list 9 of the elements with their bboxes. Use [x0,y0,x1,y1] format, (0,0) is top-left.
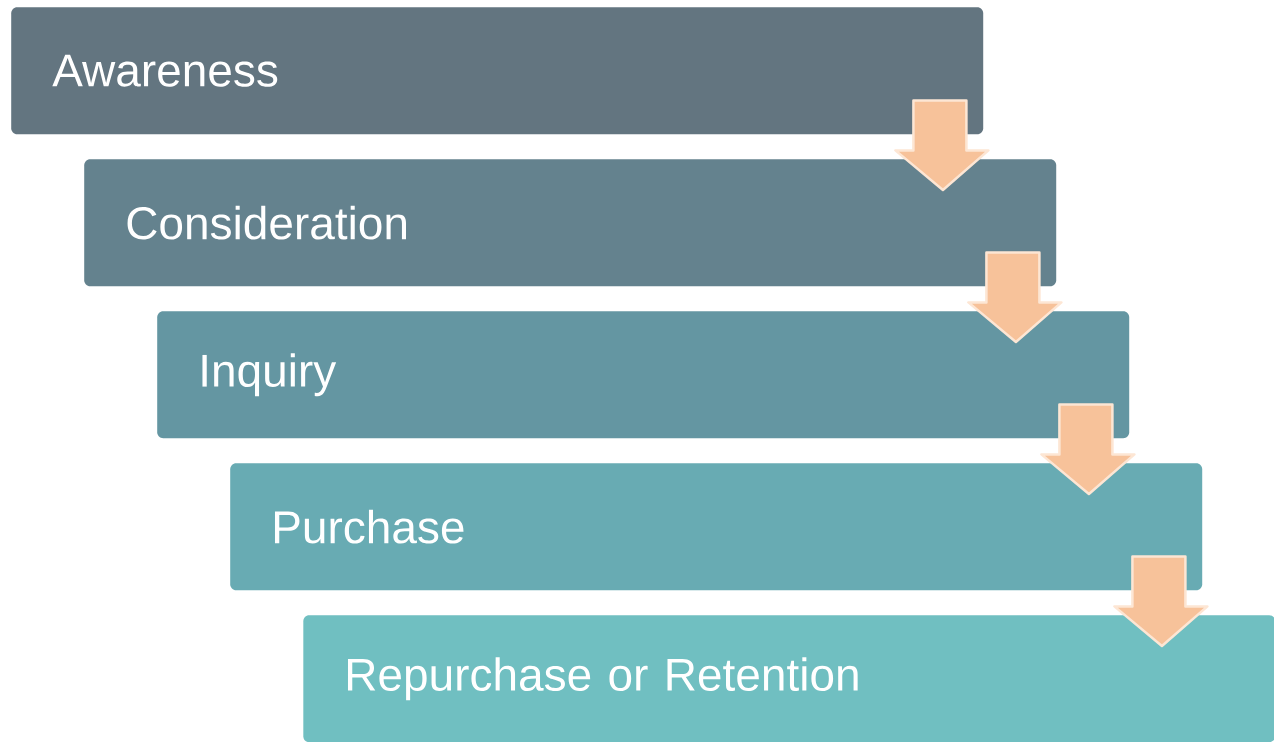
block-arrow [1113,555,1209,648]
block-arrow [894,99,990,192]
stage-box: Purchase [230,463,1203,591]
stage-box: Inquiry [157,311,1130,439]
stage-box: Repurchase or Retention [303,615,1274,742]
block-arrow [967,251,1063,344]
stage-box: Consideration [84,159,1057,287]
block-arrow [1040,403,1136,496]
stage-box: Awareness [11,7,984,135]
